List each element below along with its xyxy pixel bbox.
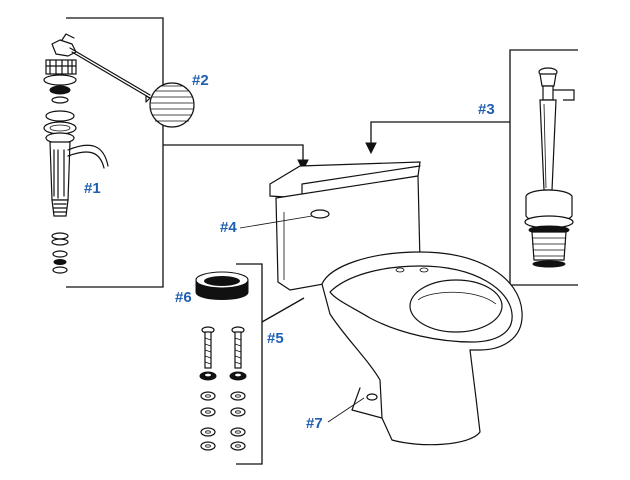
flush-valve-bracket [365,49,578,286]
float-ball-illustration [145,82,195,128]
tank-gasket-illustration [195,271,249,300]
bowl-leader [327,397,365,423]
fill-valve-illustration [43,33,151,274]
callout-1: #1 [84,180,101,197]
callout-5: #5 [267,330,284,347]
bolt-kit-bracket [236,263,305,465]
callout-4: #4 [220,219,237,236]
callout-3: #3 [478,101,495,118]
flush-valve-illustration [524,67,575,268]
callout-7: #7 [306,415,323,432]
toilet-illustration [269,161,523,446]
fill-valve-bracket [66,17,309,288]
callout-2: #2 [192,72,209,89]
callout-6: #6 [175,289,192,306]
bolt-kit-illustration [199,326,247,451]
trip-lever-leader [239,215,313,229]
